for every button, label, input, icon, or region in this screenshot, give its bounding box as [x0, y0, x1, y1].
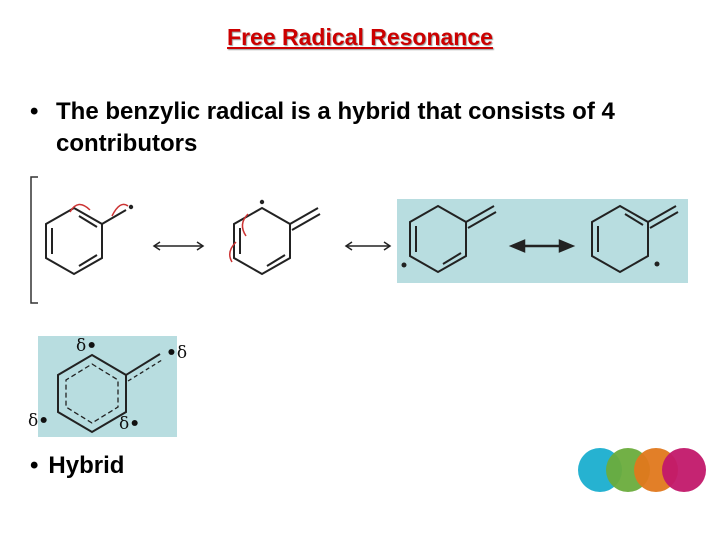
radical-dot: •: [129, 414, 141, 434]
bullet-marker: •: [30, 452, 39, 479]
contributor-para-radical: [591, 204, 679, 274]
hybrid-panel: [38, 336, 177, 437]
radical-dot-icon: [654, 261, 660, 267]
bullet-hybrid: • Hybrid: [30, 452, 124, 480]
curved-arrow-icon: [229, 241, 237, 263]
radical-dot: •: [86, 336, 98, 356]
resonance-arrow-icon: [344, 241, 392, 251]
radical-dot-icon: [128, 204, 134, 210]
delta-symbol: δ: [176, 343, 188, 363]
contributor-ortho-radical: [233, 206, 321, 276]
delta-symbol: δ: [76, 336, 87, 356]
resonance-arrow-icon: [508, 239, 576, 253]
bullet-text: The benzylic radical is a hybrid that co…: [56, 98, 615, 157]
hybrid-structure: [57, 353, 163, 434]
delta-symbol: δ: [119, 414, 130, 434]
resonance-arrow-icon: [152, 241, 205, 251]
delta-radical-top: δ•: [76, 336, 97, 356]
curved-arrow-icon: [241, 213, 249, 237]
curved-arrow-icon: [111, 203, 129, 217]
delta-radical-bottom: δ•: [119, 414, 140, 434]
slide-title: Free Radical Resonance: [227, 24, 493, 50]
curved-arrow-icon: [69, 203, 91, 213]
radical-dot-icon: [401, 262, 407, 268]
delta-radical-benzylic: •δ: [166, 343, 187, 363]
delta-symbol: δ: [28, 411, 39, 431]
radical-dot: •: [166, 343, 177, 363]
resonance-bracket: [30, 176, 38, 304]
contributor-ortho-radical-2: [409, 204, 497, 274]
delta-radical-left: δ•: [28, 411, 49, 431]
hybrid-label: Hybrid: [48, 452, 125, 479]
contributor-benzyl-radical: [45, 206, 127, 276]
radical-dot-icon: [259, 199, 265, 205]
bullet-marker: •: [30, 98, 39, 125]
radical-dot: •: [38, 411, 50, 431]
highlight-panel: [397, 199, 688, 283]
